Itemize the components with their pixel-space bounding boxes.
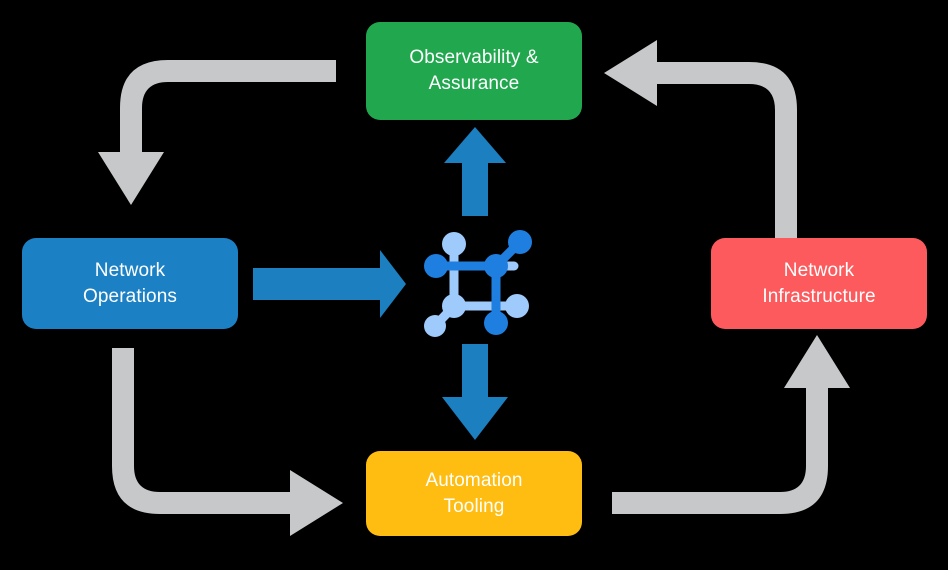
arrow-operations-to-center [253,250,406,318]
topology-nodes-secondary [424,232,529,337]
topology-nodes-primary [424,230,532,335]
arrow-observability-to-operations [98,60,336,205]
node-box-network-infrastructure[interactable]: Network Infrastructure [711,238,927,329]
arrow-operations-to-automation [112,348,343,536]
arrow-infrastructure-to-observability [604,40,797,238]
node-box-network-operations[interactable]: Network Operations [22,238,238,329]
arrow-center-to-automation [442,344,508,440]
node-box-observability[interactable]: Observability & Assurance [366,22,582,120]
arrow-automation-to-infrastructure [612,335,850,514]
arrow-center-to-observability [444,127,506,216]
network-topology-icon [424,230,532,337]
node-box-automation-tooling[interactable]: Automation Tooling [366,451,582,536]
